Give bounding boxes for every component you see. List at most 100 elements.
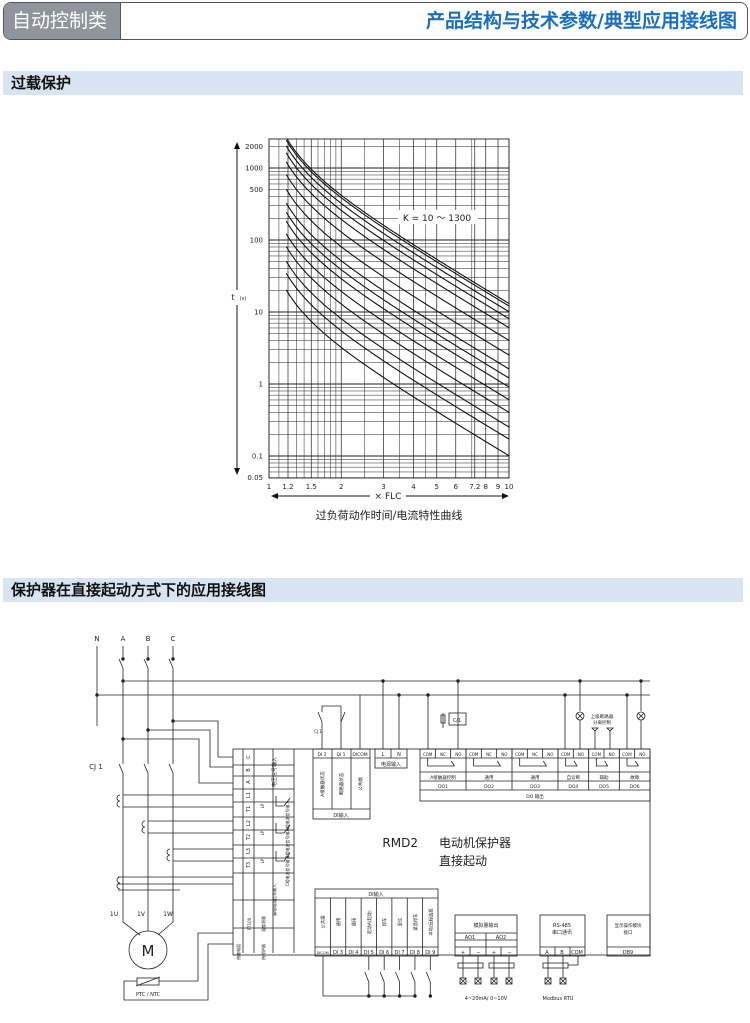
- lamp-cross: [637, 712, 645, 720]
- di-function-label: 停车: [381, 917, 388, 926]
- temperature-desc: 温度测量: [260, 916, 266, 932]
- device-model: RMD2: [382, 836, 418, 850]
- current-input-desc: C相电流信号输入: [284, 856, 290, 887]
- di-top-box: [312, 748, 371, 820]
- rs485-terminal: COM: [571, 950, 583, 956]
- terminal-B: B: [246, 768, 252, 772]
- analog-output-title: 模拟量输出: [473, 922, 498, 929]
- y-tick-label: 100: [250, 237, 263, 245]
- wire: [568, 956, 579, 966]
- junction-dot: [171, 719, 175, 723]
- motor-terminal-label: 1U: [110, 911, 118, 918]
- y-axis-unit: (s): [240, 296, 247, 302]
- aux-contact-label: CJ 1: [314, 729, 322, 734]
- x-tick-label: 1: [267, 483, 271, 491]
- motor-terminal-label: 1V: [137, 911, 146, 918]
- do-terminal: NC: [486, 752, 492, 757]
- terminal-L1: L1: [246, 792, 252, 798]
- do-id-label: DO5: [599, 784, 609, 790]
- rs485-title: 串口通讯: [552, 929, 572, 936]
- rs485-title: RS-485: [553, 923, 571, 929]
- ptc-label: PTC / NTC: [136, 992, 161, 998]
- wire: [157, 918, 174, 936]
- pushbutton-icon: [379, 971, 385, 983]
- analog-terminal: +: [461, 950, 465, 956]
- do-function-label: 通用: [485, 774, 494, 781]
- current-transformer-icon: [141, 820, 146, 834]
- curve-K=1300: [286, 139, 509, 304]
- terminal-icon: [591, 727, 614, 732]
- do-terminal: NO: [501, 752, 507, 757]
- db9-terminal: DB9: [623, 950, 633, 956]
- do-terminal: NC: [532, 752, 538, 757]
- wiring-diagram: [95, 646, 651, 1001]
- di-terminal: DI 3: [333, 950, 343, 956]
- display-title: 显示操作模块: [615, 922, 642, 929]
- aux-contact: [317, 711, 323, 723]
- thermistor-slash: [135, 976, 161, 987]
- pt100-label: PT100: [247, 917, 252, 930]
- junction-dot: [456, 679, 460, 683]
- motor-icon: [128, 930, 168, 970]
- thermistor-desc: 热敏电阻: [235, 944, 241, 960]
- display-interface-box: [606, 914, 651, 957]
- di-terminal: DI 9: [425, 950, 435, 956]
- di-terminal: DI 5: [364, 950, 374, 956]
- voltage-input-desc: 电压信号输入: [271, 757, 278, 787]
- terminal-T3: T3: [246, 862, 252, 869]
- terminal-T1: T1: [246, 806, 252, 813]
- output-terminal-icon: [490, 977, 498, 985]
- curve-K=17: [285, 273, 509, 440]
- junction-dot: [625, 693, 629, 697]
- di-function-label: 通用: [350, 918, 357, 927]
- y-tick-label: 10: [254, 309, 263, 317]
- junction-dot: [121, 737, 125, 741]
- suppressor-icon: [440, 714, 446, 724]
- output-terminal-icon: [505, 977, 513, 985]
- di-function-label: 本地/远程选择: [427, 908, 434, 936]
- power-terminal-N: N: [397, 752, 401, 758]
- x-tick-label: 4: [411, 483, 416, 491]
- relay-curve-icon: [275, 823, 291, 834]
- x-tick-label: 7.2: [469, 483, 480, 491]
- junction-dot: [382, 994, 386, 998]
- contactor-contact: [168, 763, 174, 774]
- k-range-annotation: K = 10 ～ 1300: [403, 214, 472, 224]
- pushbutton-icon: [395, 971, 400, 983]
- analog-terminal: −: [507, 950, 511, 956]
- curve-K=120: [285, 211, 509, 379]
- coil-icon: [448, 712, 467, 726]
- shield-bar: [488, 962, 515, 969]
- x-tick-label: 5: [435, 483, 439, 491]
- rs485-terminal: B: [560, 950, 564, 956]
- shield-bar: [542, 962, 569, 969]
- analog-channel: AO1: [465, 935, 475, 941]
- junction-dot: [381, 679, 385, 683]
- do-id-label: DO1: [438, 784, 448, 790]
- curve-K=1000: [285, 145, 509, 313]
- di-function-label: 起动A(起动): [366, 910, 373, 934]
- terminal-cross: [559, 977, 567, 985]
- pushbutton-icon: [410, 971, 416, 983]
- x-tick-label: 9: [496, 483, 500, 491]
- do-id-label: DO2: [484, 784, 494, 790]
- x-tick-label: 10: [505, 483, 514, 491]
- wire: [122, 918, 141, 936]
- terminal-cross: [490, 977, 498, 985]
- curve-K=1200: [285, 139, 509, 307]
- curve-K=800: [285, 152, 509, 320]
- di-input-title: DI输入: [333, 812, 348, 819]
- contactor-contact: [118, 763, 124, 774]
- junction-dot: [426, 693, 430, 697]
- breaker-contact: [118, 658, 124, 669]
- junction-dot: [563, 693, 567, 697]
- curve-K=160: [285, 202, 509, 370]
- junction-dot: [428, 994, 433, 998]
- di-terminal: DI 8: [410, 950, 420, 956]
- junction-dot: [146, 728, 150, 732]
- lamp-cross: [576, 712, 584, 720]
- di-terminal: DICOM: [317, 951, 329, 955]
- di-function-label: 通用: [335, 918, 342, 927]
- y-tick-label: 0.05: [247, 474, 263, 482]
